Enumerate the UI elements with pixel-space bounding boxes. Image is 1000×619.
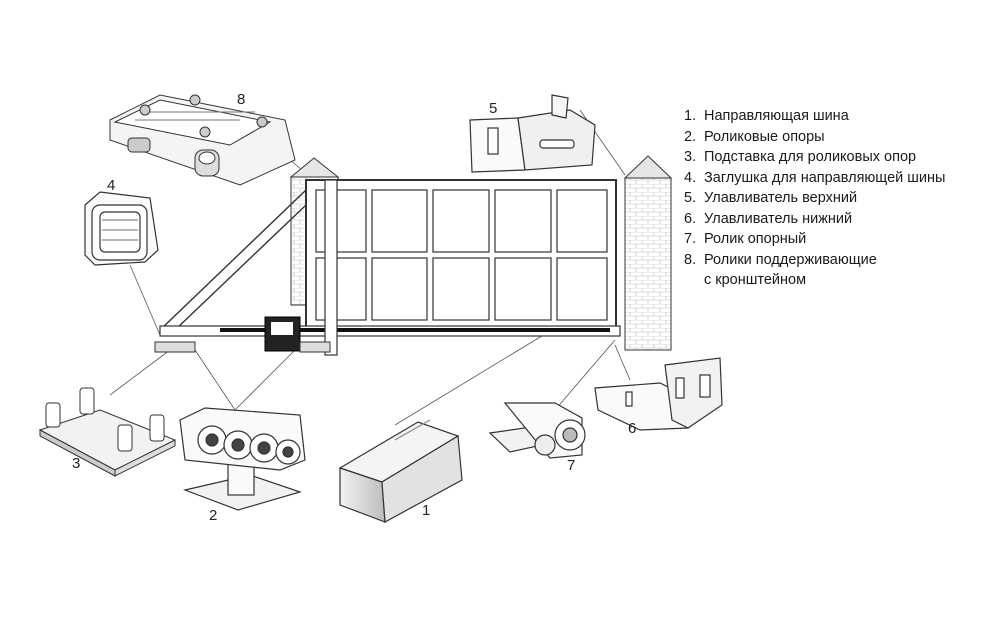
callout-3: 3 bbox=[72, 455, 80, 472]
parts-legend: 1.Направляющая шина 2.Роликовые опоры 3.… bbox=[684, 106, 945, 291]
callout-8: 8 bbox=[237, 91, 245, 108]
callout-numbers: 8 4 5 3 2 1 7 6 bbox=[72, 91, 636, 524]
part-4-end-cap bbox=[84, 191, 159, 266]
gate-leaf bbox=[154, 179, 621, 356]
legend-item: 1.Направляющая шина bbox=[684, 108, 849, 124]
rollers bbox=[197, 425, 301, 465]
legend-item: 2.Роликовые опоры bbox=[684, 128, 825, 145]
legend-item: 6.Улавливатель нижний bbox=[684, 210, 853, 227]
callout-5: 5 bbox=[489, 100, 497, 117]
callout-4: 4 bbox=[107, 177, 115, 194]
legend-item: 5.Улавливатель верхний bbox=[684, 190, 858, 206]
right-pillar bbox=[623, 155, 673, 351]
part-7-support-roller bbox=[488, 402, 586, 459]
callout-2: 2 bbox=[209, 507, 217, 524]
callout-1: 1 bbox=[422, 502, 430, 519]
part-2-roller-carriage bbox=[179, 407, 306, 511]
part-1-guide-rail bbox=[338, 419, 463, 523]
bolts bbox=[45, 387, 165, 452]
legend-item: 3.Подставка для роликовых опор bbox=[684, 149, 917, 165]
part-6-lower-catcher bbox=[594, 357, 723, 431]
part-5-upper-catcher bbox=[469, 94, 596, 173]
legend-item: 8.Ролики поддерживающие с кронштейном bbox=[684, 251, 877, 289]
callout-7: 7 bbox=[567, 457, 575, 474]
gate-panels bbox=[315, 189, 608, 321]
legend-item: 4.Заглушка для направляющей шины bbox=[684, 169, 946, 186]
part-8-support-rollers bbox=[109, 94, 296, 186]
callout-6: 6 bbox=[628, 420, 636, 437]
part-3-base-plate bbox=[38, 387, 177, 477]
legend-item: 7.Ролик опорный bbox=[684, 231, 807, 247]
